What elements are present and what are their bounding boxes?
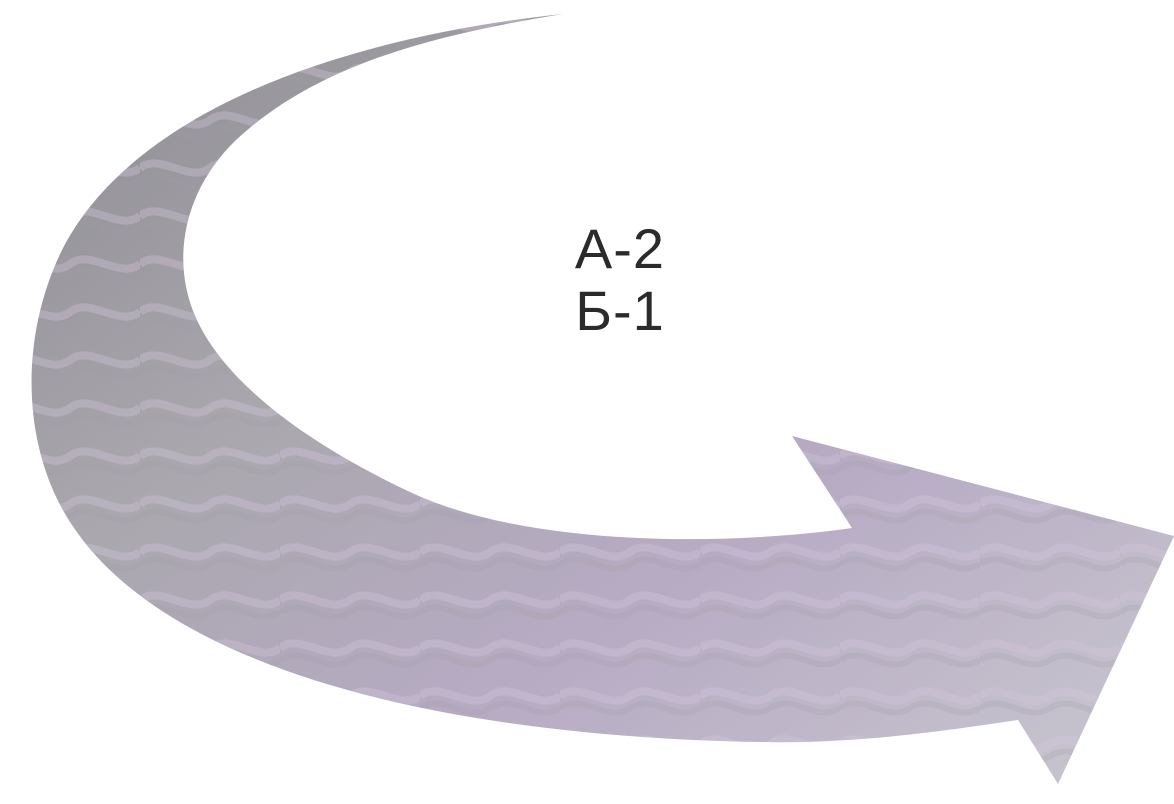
answer-line-b: Б-1 [540,280,700,342]
answer-line-a: А-2 [540,218,700,280]
answer-text: А-2 Б-1 [540,218,700,342]
arrow-texture [32,14,1174,784]
